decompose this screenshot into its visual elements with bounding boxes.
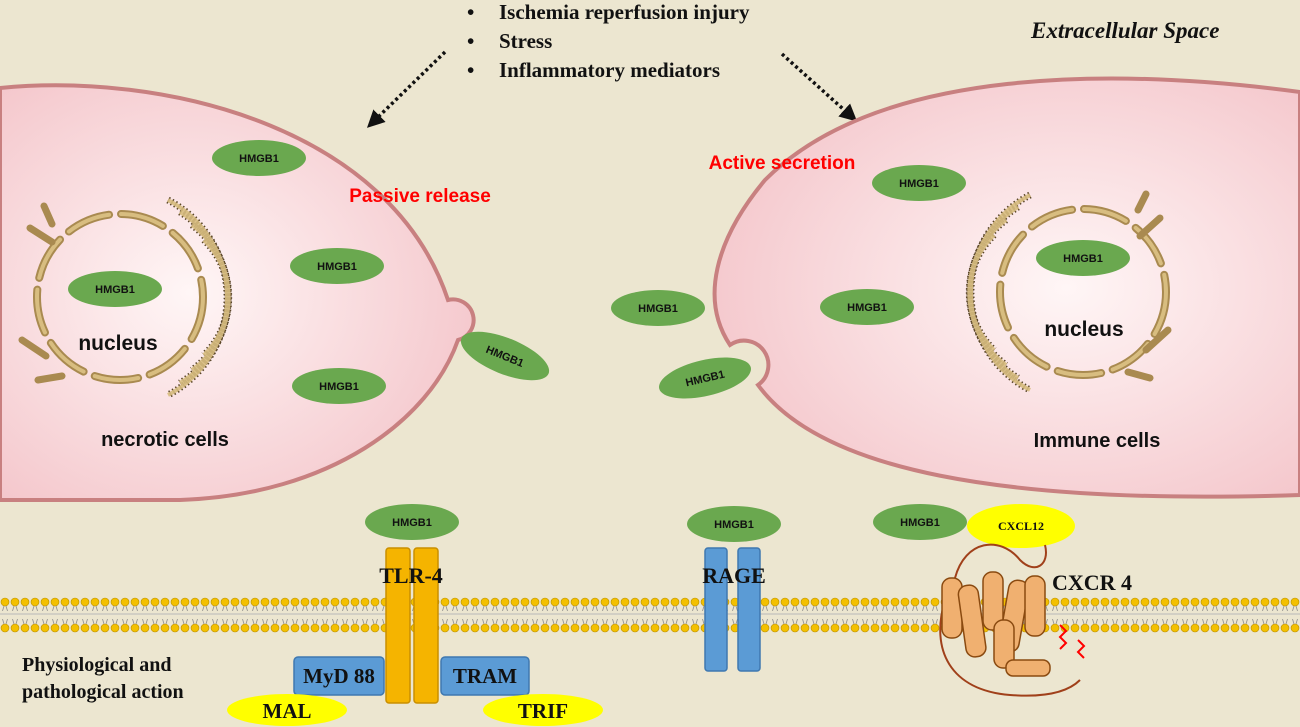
hmgb1-molecule: HMGB1 <box>68 271 162 307</box>
bullet: • <box>467 58 474 82</box>
hmgb1-molecule: HMGB1 <box>659 357 751 399</box>
myd88-label: MyD 88 <box>303 664 375 688</box>
immune-cells-caption: Immune cells <box>1034 430 1161 452</box>
hmgb1-molecule: HMGB1 <box>872 165 966 201</box>
svg-text:HMGB1: HMGB1 <box>239 153 279 165</box>
tlr4-receptor <box>385 547 439 704</box>
necrotic-nucleus <box>18 196 233 399</box>
svg-text:HMGB1: HMGB1 <box>714 519 754 531</box>
arrow-to-immune-cell <box>780 52 858 122</box>
cxcr4-label: CXCR 4 <box>1052 570 1132 595</box>
svg-text:HMGB1: HMGB1 <box>1063 253 1103 265</box>
bullet: • <box>467 29 474 53</box>
active-secretion-label: Active secretion <box>709 153 856 174</box>
hmgb1-molecule: HMGB1 <box>290 248 384 284</box>
lipid-bilayer-outer <box>0 597 1300 611</box>
tram-label: TRAM <box>453 664 517 688</box>
trif-label: TRIF <box>518 699 568 723</box>
hmgb1-molecule: HMGB1 <box>820 289 914 325</box>
necrotic-nucleus-label: nucleus <box>78 332 157 355</box>
mal-label: MAL <box>263 699 312 723</box>
hmgb1-molecule: HMGB1 <box>292 368 386 404</box>
hmgb1-molecule: HMGB1 <box>611 290 705 326</box>
stimulus-ischemia: Ischemia reperfusion injury <box>499 0 750 24</box>
cxcr4-receptor <box>939 543 1086 697</box>
rage-label: RAGE <box>702 563 766 588</box>
lipid-bilayer-inner <box>0 619 1300 633</box>
mal-adaptor <box>227 694 347 726</box>
immune-nucleus <box>965 190 1172 394</box>
action-label-line2: pathological action <box>22 681 184 703</box>
cxcl12-ligand <box>967 504 1075 548</box>
svg-text:HMGB1: HMGB1 <box>319 381 359 393</box>
hmgb1-molecule: HMGB1 <box>873 504 967 540</box>
passive-release-label: Passive release <box>349 186 491 207</box>
arrow-to-necrotic-cell <box>366 50 447 128</box>
myd88-adaptor <box>293 656 385 696</box>
stimuli-list: • Ischemia reperfusion injury • Stress •… <box>467 0 750 82</box>
immune-cell-membrane <box>712 76 1300 499</box>
svg-text:HMGB1: HMGB1 <box>317 261 357 273</box>
svg-text:HMGB1: HMGB1 <box>95 284 135 296</box>
hmgb1-molecule: HMGB1 <box>365 504 459 540</box>
hmgb1-molecule: HMGB1 <box>212 140 306 176</box>
immune-nucleus-label: nucleus <box>1044 318 1123 341</box>
hmgb1-molecule: HMGB1 <box>1036 240 1130 276</box>
cxcl12-label: CXCL12 <box>998 519 1044 533</box>
stimulus-stress: Stress <box>499 29 552 53</box>
svg-text:HMGB1: HMGB1 <box>638 303 678 315</box>
svg-text:HMGB1: HMGB1 <box>899 178 939 190</box>
extracellular-space-label: Extracellular Space <box>1030 18 1219 43</box>
svg-text:HMGB1: HMGB1 <box>900 517 940 529</box>
rage-receptor <box>704 547 761 672</box>
action-label-line1: Physiological and <box>22 654 171 676</box>
svg-text:HMGB1: HMGB1 <box>847 302 887 314</box>
hmgb1-molecule: HMGB1 <box>687 506 781 542</box>
trif-adaptor <box>483 694 603 726</box>
necrotic-cells-caption: necrotic cells <box>101 429 229 451</box>
hmgb1-molecule: HMGB1 <box>460 331 550 381</box>
tlr4-label: TLR-4 <box>379 563 443 588</box>
bullet: • <box>467 0 474 24</box>
svg-text:HMGB1: HMGB1 <box>392 517 432 529</box>
tram-adaptor <box>440 656 530 696</box>
hmgb1-molecules: HMGB1 HMGB1 HMGB1 HMGB1 HMGB1 HMGB1 HMGB… <box>68 140 1130 542</box>
stimulus-inflammatory: Inflammatory mediators <box>499 58 720 82</box>
